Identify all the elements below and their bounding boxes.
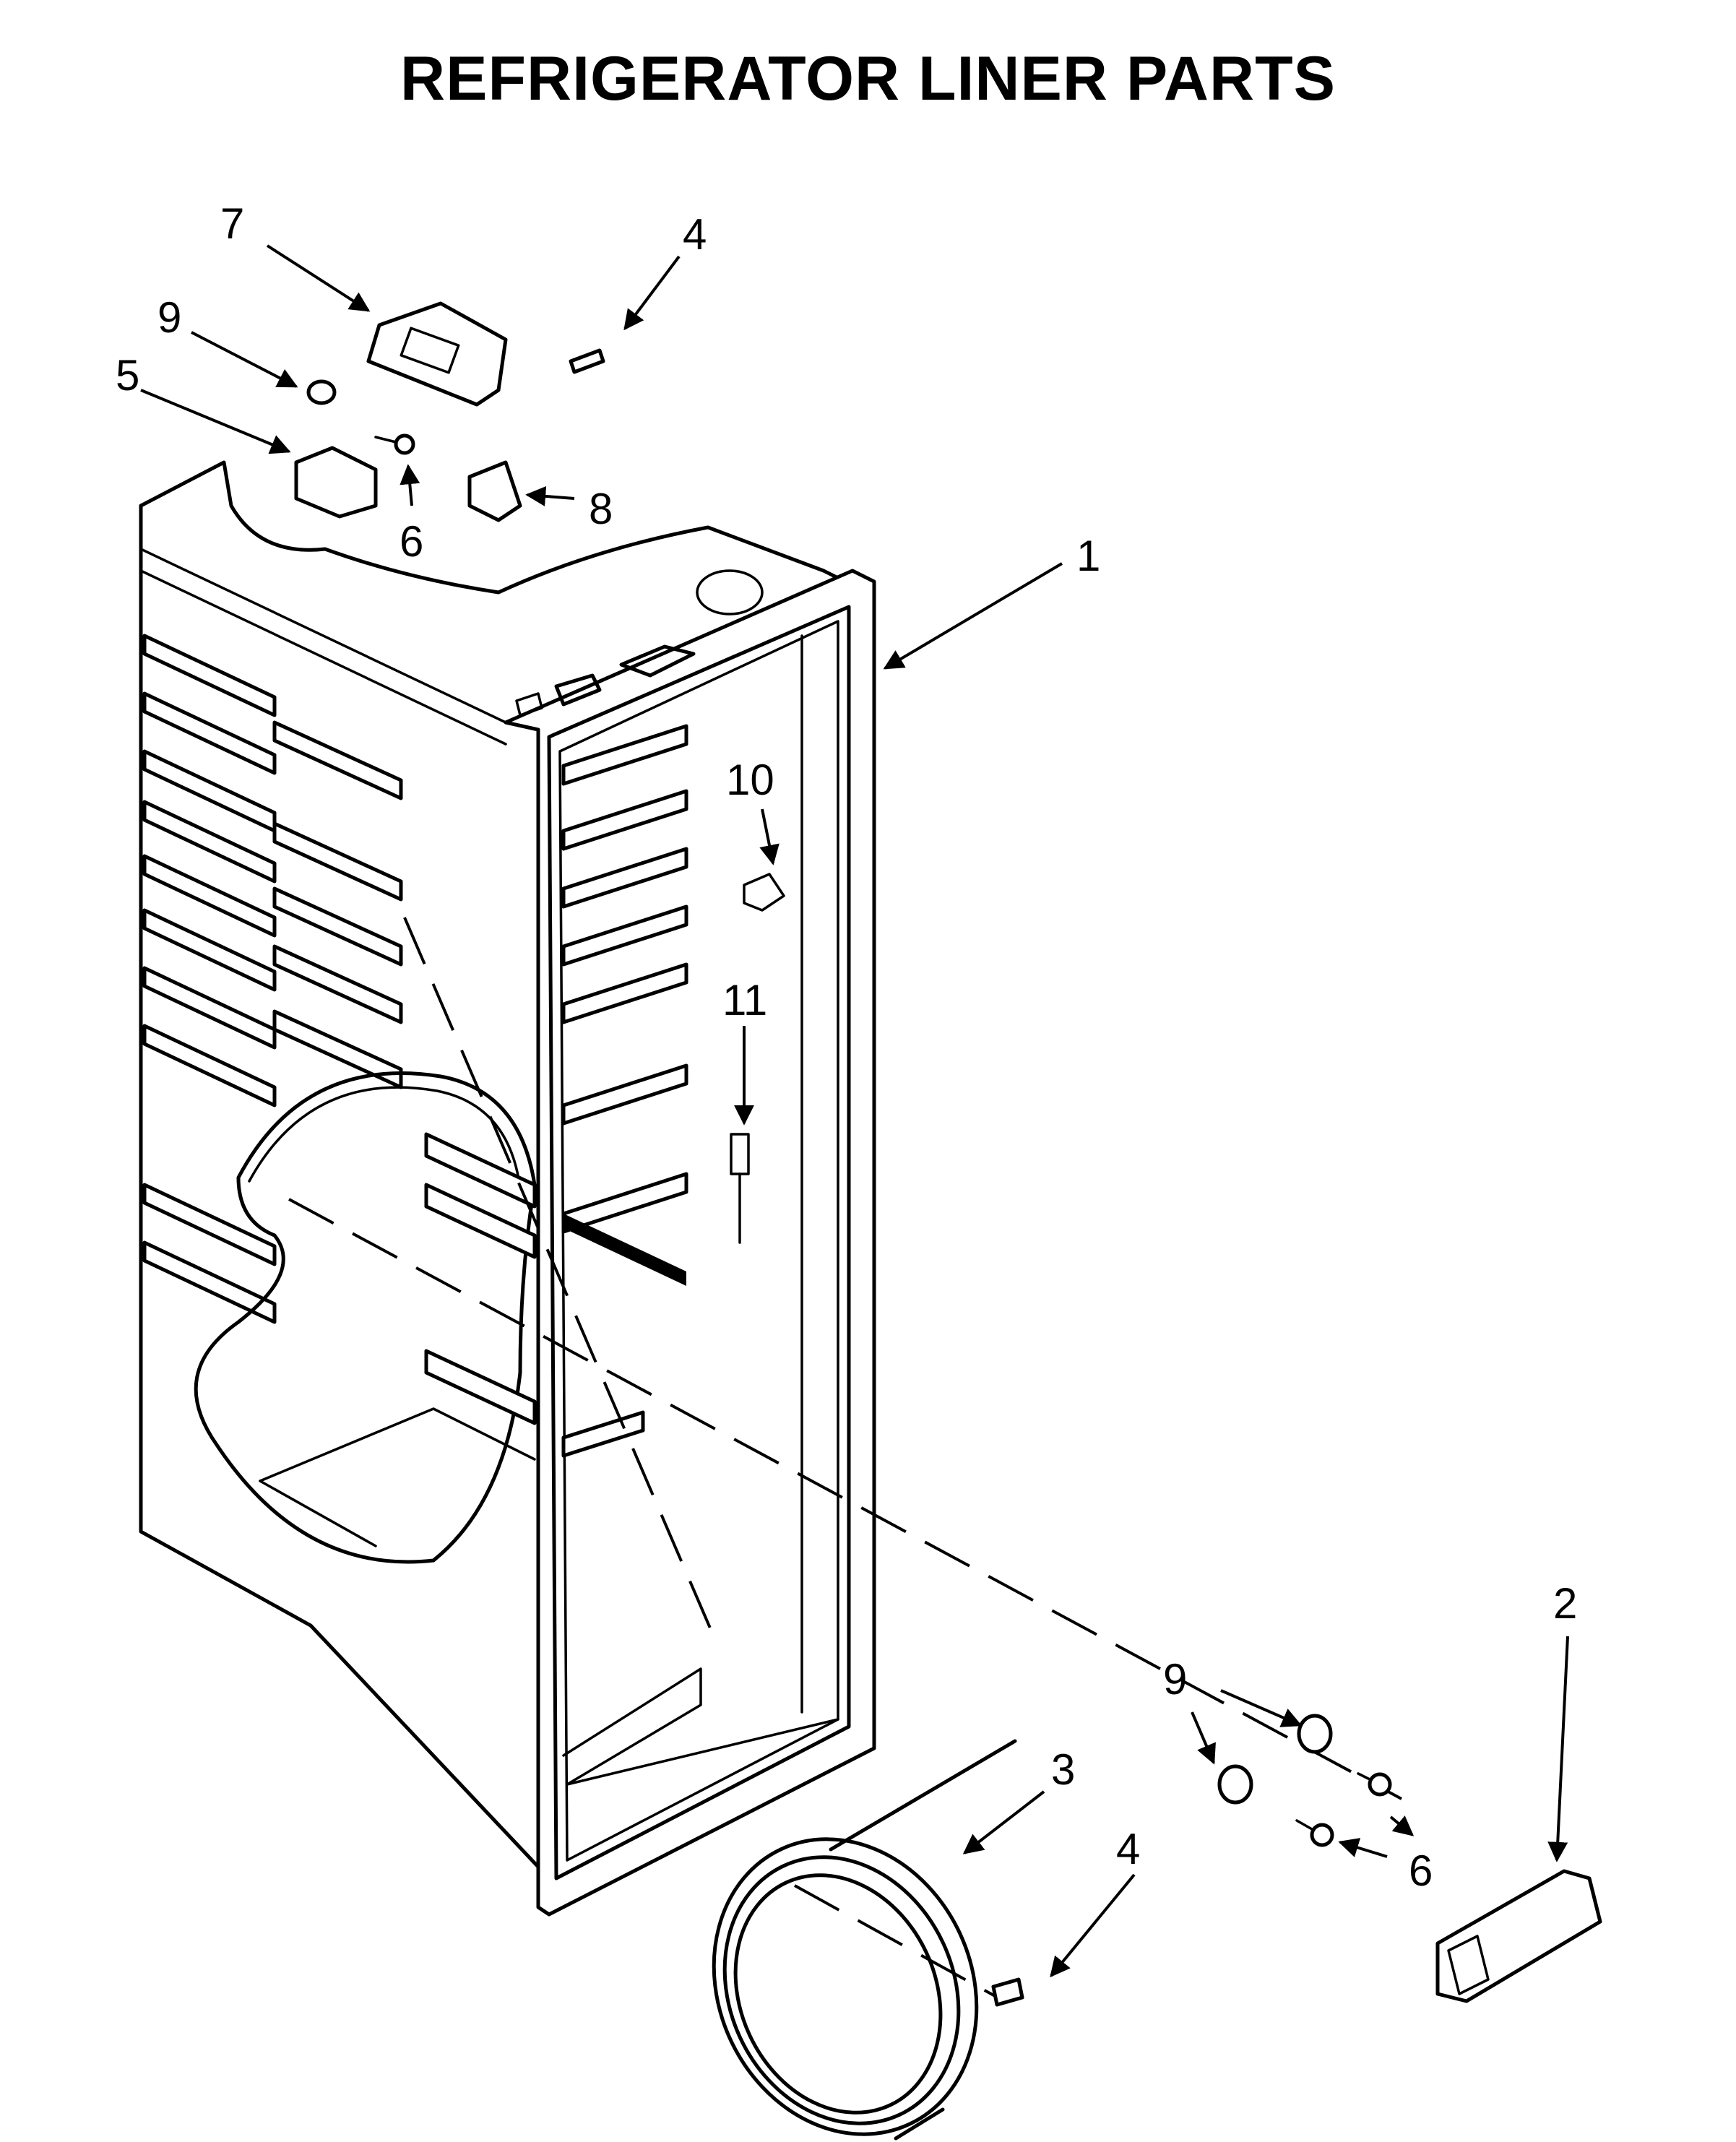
callout-11: 11 xyxy=(722,976,767,1024)
sensor-part-11 xyxy=(730,1133,750,1244)
control-part-5 xyxy=(294,446,378,519)
grommet-part-9-top xyxy=(306,379,337,405)
grommet-part-9-bottom xyxy=(1217,1714,1333,1805)
callout-7: 7 xyxy=(220,199,244,248)
refrigerator-liner xyxy=(139,460,876,1917)
tubing-part-3 xyxy=(712,1739,1017,2141)
callout-9-top: 9 xyxy=(157,293,181,342)
clip-part-10 xyxy=(743,873,785,912)
screw-part-4-top xyxy=(569,348,605,374)
screw-part-4-bottom xyxy=(991,1977,1024,2007)
lamp-cover-part-2 xyxy=(1435,1869,1602,2003)
callout-1: 1 xyxy=(1076,532,1100,580)
callout-5: 5 xyxy=(116,351,139,400)
callout-2: 2 xyxy=(1553,1579,1577,1628)
leader-lines xyxy=(140,244,1569,1978)
callout-6-bottom: 6 xyxy=(1409,1847,1433,1895)
callout-6-top: 6 xyxy=(400,517,423,566)
callout-4-top: 4 xyxy=(683,210,707,259)
clip-part-6-bottom xyxy=(1295,1772,1392,1847)
callout-4-bottom: 4 xyxy=(1116,1825,1140,1873)
cover-part-8 xyxy=(467,460,522,522)
callout-8: 8 xyxy=(589,485,613,533)
bracket-part-7 xyxy=(366,301,508,407)
clip-part-6-top xyxy=(374,433,415,455)
callout-labels: 1 2 3 4 4 5 6 6 7 8 9 9 10 11 xyxy=(116,199,1577,1895)
callout-10: 10 xyxy=(726,756,774,804)
callout-9-bottom: 9 xyxy=(1163,1655,1187,1703)
diagram-title: REFRIGERATOR LINER PARTS xyxy=(400,44,1336,113)
callout-3: 3 xyxy=(1051,1745,1075,1794)
